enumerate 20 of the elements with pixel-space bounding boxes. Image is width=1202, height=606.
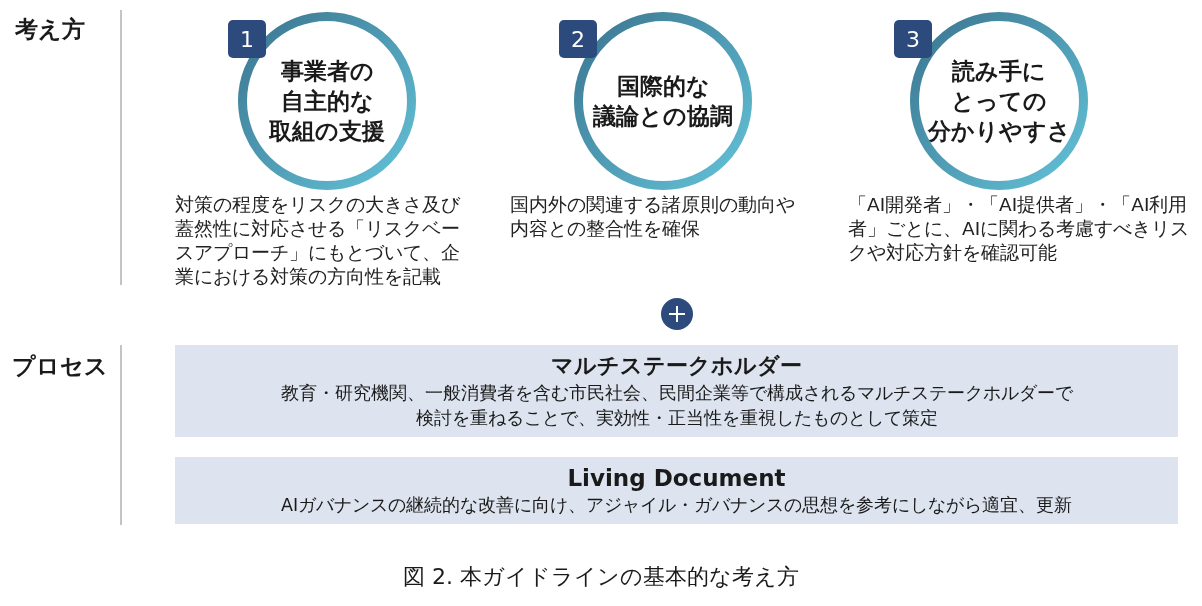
band-heading: マルチステークホルダー [551, 352, 802, 380]
section-heading: プロセス [12, 352, 108, 381]
description-text: 対策の程度をリスクの大きさ及び蓋然性に対応させる「リスクベースアプローチ」にもとづいて、企業における対策の方向性を記載 [175, 193, 462, 289]
band-text: AIガバナンスの継続的な改善に向け、アジャイル・ガバナンスの思想を参考にしながら適宜、更新 [280, 494, 1073, 517]
circle-heading: 事業者の自主的な取組の支援 [268, 57, 386, 146]
circle-heading: 読み手にとっての分かりやすさ [926, 57, 1072, 146]
band-heading: Living Document [567, 464, 786, 493]
figure-caption: 図 2. 本ガイドラインの基本的な考え方 [403, 563, 799, 591]
section-heading: 考え方 [15, 15, 85, 44]
process-band [175, 345, 1178, 437]
principle-circle [238, 12, 416, 190]
process-band [175, 457, 1178, 524]
number-badge: 3 [894, 20, 932, 58]
number-badge: 1 [228, 20, 266, 58]
description-text: 国内外の関連する諸原則の動向や内容との整合性を確保 [510, 193, 796, 241]
description-text: 「AI開発者」・「AI提供者」・「AI利用者」ごとに、AIに関わる考慮すべきリスクや対応方針を確認可能 [848, 193, 1191, 265]
band-text: 教育・研究機関、一般消費者を含む市民社会、民間企業等で構成されるマルチステークホルダーで検討を重ねることで、実効性・正当性を重視したものとして策定 [279, 382, 1074, 430]
number-badge: 2 [559, 20, 597, 58]
principle-circle [574, 12, 752, 190]
circle-heading: 国際的な議論との協調 [591, 72, 734, 131]
